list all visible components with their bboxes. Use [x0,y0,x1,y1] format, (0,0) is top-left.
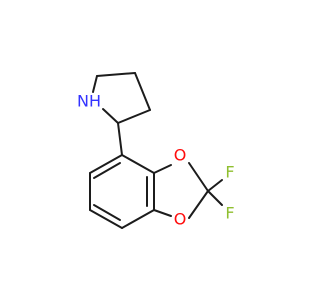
fluorine-bonds [207,179,223,206]
bond-c5-n [92,75,98,93]
molecule-structure: NH O O F F [77,72,235,229]
bond-o2-a5 [153,209,172,217]
bond-pyrrolidine-to-arene [117,122,123,156]
nitrogen-label: NH [77,92,101,111]
oxygen-bottom-label: O [174,210,187,229]
bond-a1-a2-inner [93,162,121,179]
bond-c4-c5 [96,72,136,77]
bond-cf2-f-top [207,179,223,192]
bond-cf2-o2 [188,190,209,219]
bond-a3-a4-inner [93,204,121,221]
bond-a3-a4 [89,209,123,229]
oxygen-top-label: O [174,146,187,165]
benzene-ring [89,154,155,229]
dioxole-ring [153,162,209,219]
fluorine-bottom-label: F [225,204,234,223]
bond-cf2-f-bottom [207,190,223,206]
bond-a6-a1 [121,154,155,174]
bond-c2-c3 [117,109,151,124]
fluorine-top-label: F [225,163,234,182]
bond-a4-a5 [121,209,155,229]
bond-a6-o1 [153,164,172,174]
bond-a1-a2 [89,154,123,174]
bond-c3-c4 [134,72,151,111]
pyrrolidine-ring [92,72,151,124]
bond-n-c2 [102,108,119,124]
bond-o1-cf2 [188,162,209,192]
